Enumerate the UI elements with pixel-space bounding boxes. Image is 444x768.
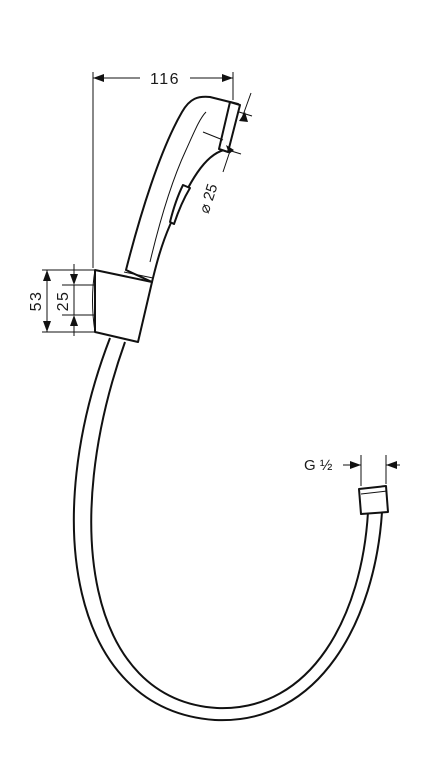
nozzle-ring: [218, 101, 241, 153]
dimension-label-g-half: G ½: [304, 457, 333, 474]
dimension-label-25: 25: [55, 291, 72, 312]
dimension-holder: 53 25: [28, 264, 95, 336]
hose-inner-line: [90, 341, 369, 710]
dimension-connection-thread: G ½: [304, 455, 400, 486]
dimension-label-53: 53: [28, 291, 45, 312]
handshower: [123, 95, 241, 283]
dimension-label-diameter-25: ⌀ 25: [196, 182, 221, 216]
hose-connector: [358, 485, 389, 515]
trigger: [169, 184, 191, 225]
hose-outer-line: [72, 337, 383, 722]
wall-holder: [92, 269, 153, 343]
dimension-handle-length: 116: [92, 71, 234, 268]
hose: [72, 337, 383, 722]
dimension-label-116: 116: [150, 71, 180, 88]
